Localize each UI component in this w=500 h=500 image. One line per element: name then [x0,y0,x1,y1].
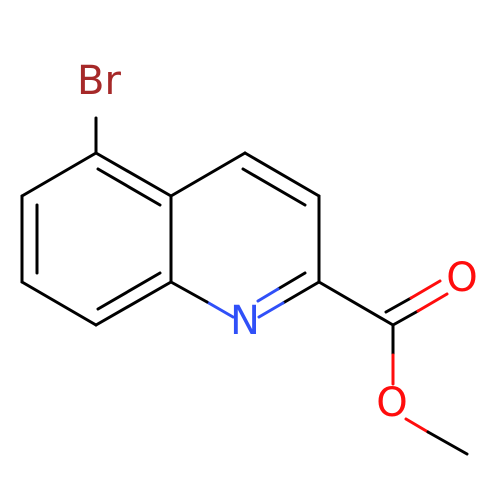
bond-carbonyl-o-double-2 [384,296,413,314]
bond-c2-n1-inner-blue [256,287,280,303]
bond-ester-o-methyl-red [404,417,430,434]
bond-carbonyl-o-double-1 [391,309,420,327]
bond-lines [20,116,469,456]
bond-c2-n1-black [281,280,321,305]
atom-label-nitrogen: N [230,298,260,344]
bond-c2-n1-inner-black [276,271,307,291]
bond-carbonyl-o-double-1-red [416,292,449,313]
bond-c8-c8a [94,280,173,327]
bond-c7-c8 [20,280,98,327]
bond-c4-c3-inner [241,167,307,207]
bond-ester-o-methyl [426,430,469,456]
bond-n1-c8a-blue [205,300,235,319]
bond-c5-c4a-double [94,151,173,198]
bond-c8-c8a-inner [96,271,162,311]
bond-n1-c8a-black [169,280,209,304]
bond-c4a-c4 [169,151,247,198]
atom-label-bromine: Br [77,58,121,104]
bond-c4-c3-double [243,151,321,198]
bond-c2-n1-blue [257,301,285,319]
atom-label-ester-oxygen: O [376,380,407,426]
bond-c5-c4a-inner [96,167,162,207]
bond-c5-c6 [20,151,98,198]
bond-c2-carbonyl [317,280,395,327]
atom-label-carbonyl-oxygen: O [446,255,477,301]
bond-carbonyl-o-double-2-red [409,279,442,300]
